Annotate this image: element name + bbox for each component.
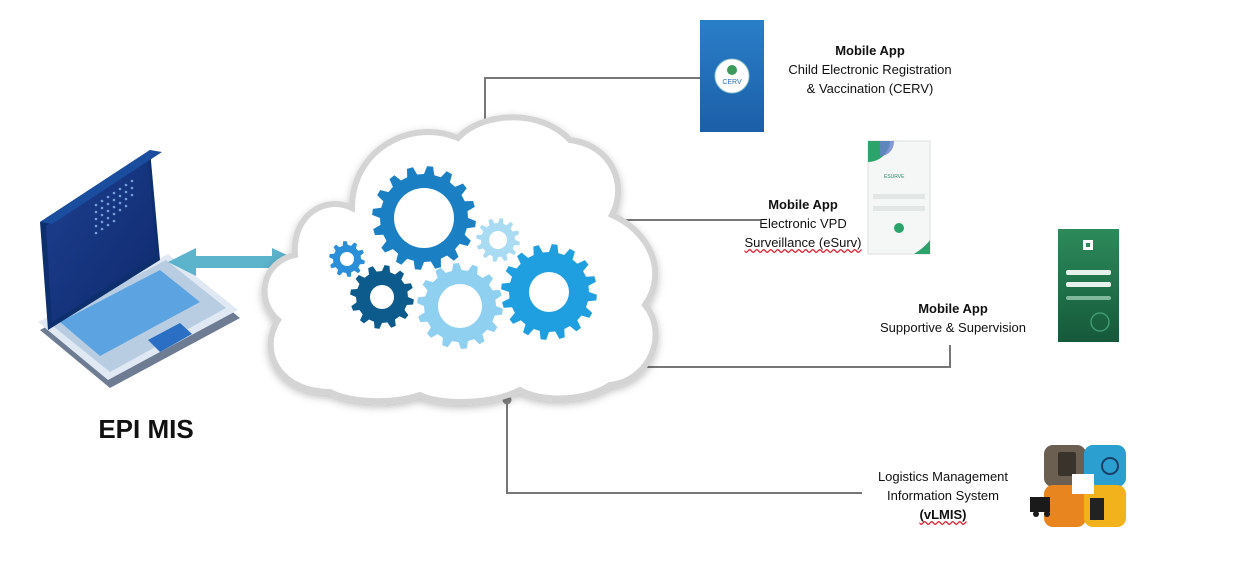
gear-small-right-hole	[489, 231, 507, 249]
supervision-label: Mobile App Supportive & Supervision	[858, 299, 1048, 337]
cerv-app-screenshot: CERV	[700, 20, 764, 132]
vlmis-line-1: Logistics Management	[877, 469, 1009, 484]
esurv-title: Mobile App	[768, 197, 838, 212]
connector-vlmis	[506, 400, 862, 494]
vlmis-line-2: Information System	[887, 488, 999, 503]
laptop-keyboard	[60, 270, 200, 356]
gear-dark-hole	[370, 285, 394, 309]
esurv-label: Mobile App Electronic VPD Surveillance (…	[718, 195, 888, 252]
gear-large-top-hole	[394, 188, 454, 248]
gears-icon	[329, 166, 597, 349]
supervision-title: Mobile App	[918, 301, 988, 316]
gear-right-hole	[529, 272, 569, 312]
esurv-app-screenshot: ESURVE	[867, 140, 931, 255]
esurv-line-1: Electronic VPD	[759, 216, 847, 231]
vlmis-line-3: (vLMIS)	[919, 507, 967, 522]
supervision-app-screenshot	[1058, 229, 1119, 342]
esurv-line-2: Surveillance (eSurv)	[744, 235, 862, 250]
esurv-logo-text: ESURVE	[884, 174, 905, 180]
cerv-label: Mobile App Child Electronic Registration…	[760, 41, 980, 98]
gear-small-left-hole	[340, 252, 354, 266]
gear-center-hole	[438, 284, 482, 328]
cerv-title: Mobile App	[835, 43, 905, 58]
vlmis-label: Logistics Management Information System …	[858, 467, 1028, 524]
epi-mis-label: EPI MIS	[98, 414, 194, 444]
connector-supervision	[625, 345, 951, 368]
cloud-icon	[261, 114, 659, 405]
laptop-icon	[38, 150, 240, 388]
bidirectional-arrow-icon	[168, 248, 302, 276]
cerv-logo-text: CERV	[722, 79, 742, 86]
supervision-line-1: Supportive & Supervision	[880, 320, 1026, 335]
cerv-line-1: Child Electronic Registration	[788, 62, 952, 77]
vlmis-icon	[1030, 445, 1126, 527]
connector-cerv	[484, 77, 700, 134]
cerv-line-2: & Vaccination (CERV)	[806, 81, 934, 96]
touchpad-icon	[148, 323, 192, 352]
